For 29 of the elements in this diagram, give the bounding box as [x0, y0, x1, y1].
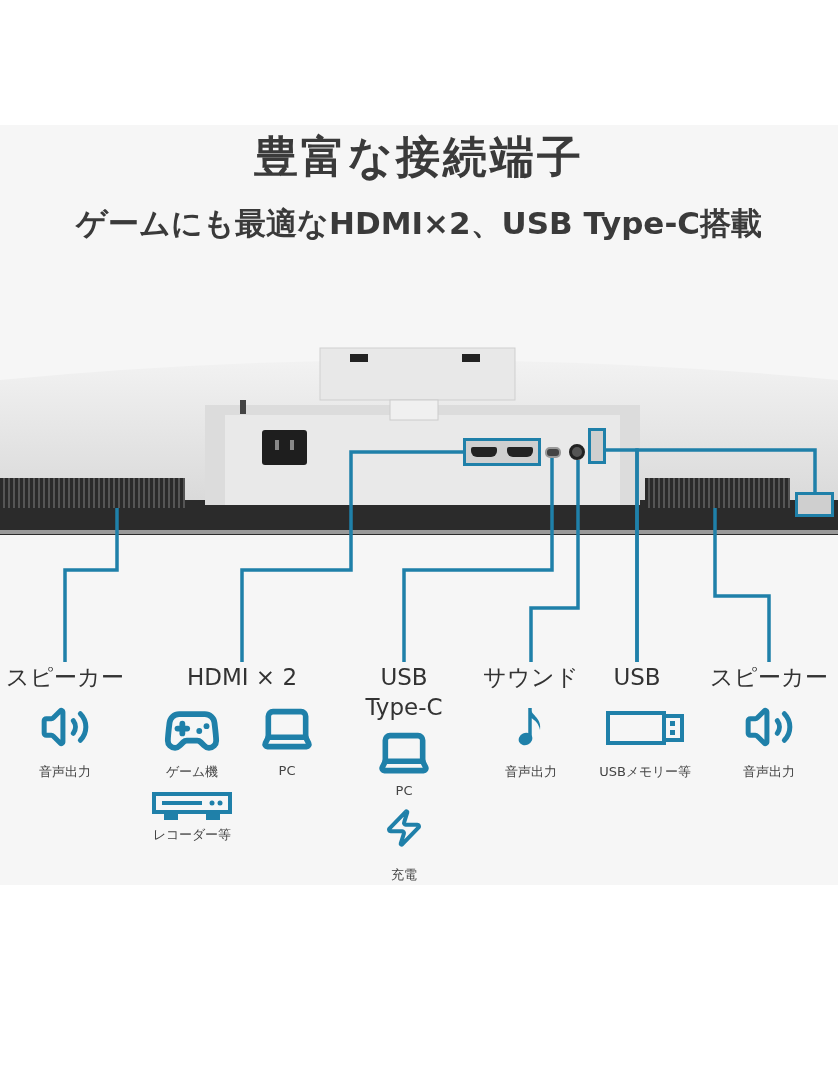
leader-line	[635, 448, 817, 662]
speaker-grille	[0, 478, 185, 508]
subtitle: ゲームにも最適なHDMI×2、USB Type-C搭載	[74, 204, 763, 243]
speaker-grille	[645, 478, 790, 508]
usb-port-highlight	[588, 428, 606, 464]
port-label: USB Type-C	[349, 662, 459, 722]
leader-line	[63, 508, 119, 662]
usb-port-highlight	[795, 492, 834, 517]
port-label: HDMI × 2	[177, 662, 307, 692]
leader-line	[529, 460, 580, 662]
leader-line	[402, 458, 554, 662]
device-label: ゲーム機	[166, 763, 218, 781]
port-label: スピーカー	[0, 662, 130, 692]
device-label: レコーダー等	[153, 826, 231, 844]
device-label: USBメモリー等	[599, 763, 691, 781]
device-label: PC	[278, 763, 296, 778]
device-label: 音声出力	[39, 763, 91, 781]
device-label: 音声出力	[505, 763, 557, 781]
device-label: 充電	[391, 866, 417, 884]
device-label: 音声出力	[743, 763, 795, 781]
usb-c-port	[545, 447, 561, 458]
hdmi-ports-highlight	[463, 438, 541, 466]
leader-line	[240, 450, 463, 662]
leader-line	[713, 508, 771, 662]
device-label: PC	[395, 783, 413, 798]
title: 豊富な接続端子	[253, 130, 585, 184]
port-label: サウンド	[481, 662, 581, 692]
port-label: スピーカー	[704, 662, 834, 692]
port-label: USB	[602, 662, 672, 692]
